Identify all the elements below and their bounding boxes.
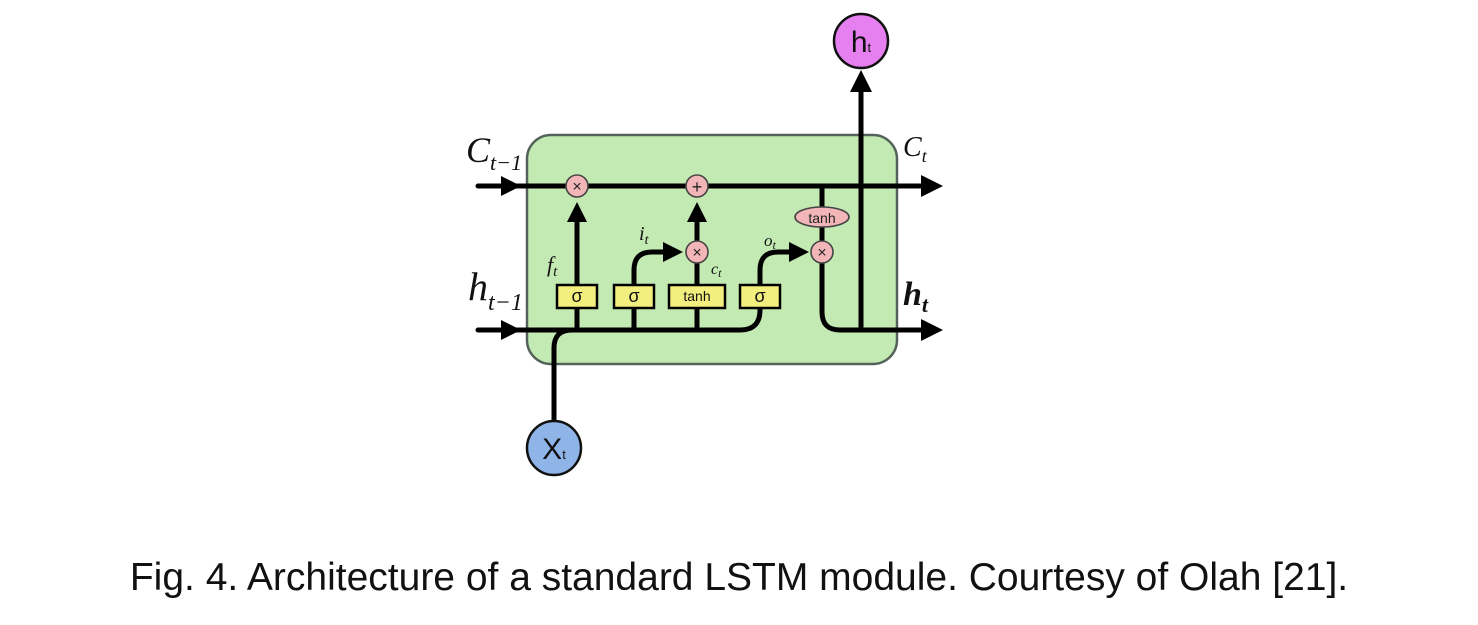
multiply-icon: × (572, 179, 581, 196)
output-gate-arrowhead (789, 242, 809, 262)
input-to-cell-arrowhead (687, 202, 707, 222)
output-node-label: ht (851, 26, 872, 59)
output-node: ht (832, 12, 890, 70)
xt-input-line (551, 327, 575, 423)
candidate-symbol: ct (711, 261, 722, 280)
c-next-label: Ct (903, 132, 928, 166)
candidate-gate-label: tanh (683, 288, 710, 304)
cell-tanh-op: tanh (794, 206, 850, 228)
input-node-label: Xt (542, 433, 566, 466)
output-gate-symbol: ot (764, 231, 777, 252)
multiply-icon: × (692, 245, 701, 262)
figure-caption: Fig. 4. Architecture of a standard LSTM … (129, 556, 1349, 599)
cell-state-out-arrowhead (921, 175, 943, 197)
candidate-gate: tanh (667, 283, 727, 310)
input-gate: σ (612, 283, 656, 310)
cell-state-in-arrowhead (501, 176, 521, 196)
input-gate-symbol: it (639, 223, 650, 248)
multiply-icon: × (817, 245, 826, 262)
output-gate: σ (738, 283, 782, 310)
input-bus-line (517, 295, 763, 333)
output-branch-arrowhead (850, 70, 872, 92)
output-gate-label: σ (754, 286, 765, 306)
hidden-input-arrowhead (501, 320, 521, 340)
forget-gate-symbol: ft (547, 252, 558, 280)
forget-gate-arrowhead (567, 202, 587, 222)
output-multiply-op: × (810, 240, 834, 264)
h-prev-label: ht−1 (468, 264, 523, 316)
add-icon: + (692, 177, 703, 197)
hidden-output-arrowhead (921, 319, 943, 341)
input-multiply-op: × (685, 240, 709, 264)
forget-multiply-op: × (565, 174, 589, 198)
lstm-diagram: × + × × tanh σ σ tanh σ Xt ht (466, 12, 943, 477)
input-node: Xt (525, 419, 583, 477)
input-gate-line (631, 249, 667, 288)
cell-tanh-label: tanh (808, 210, 835, 226)
c-prev-label: Ct−1 (466, 130, 522, 175)
output-gate-line (757, 249, 793, 288)
h-next-label: ht (903, 276, 929, 317)
forget-gate-label: σ (571, 286, 582, 306)
input-gate-label: σ (628, 286, 639, 306)
hidden-output-line (819, 261, 925, 333)
forget-gate: σ (555, 283, 599, 310)
cell-add-op: + (685, 174, 709, 198)
input-gate-arrowhead (663, 242, 683, 262)
